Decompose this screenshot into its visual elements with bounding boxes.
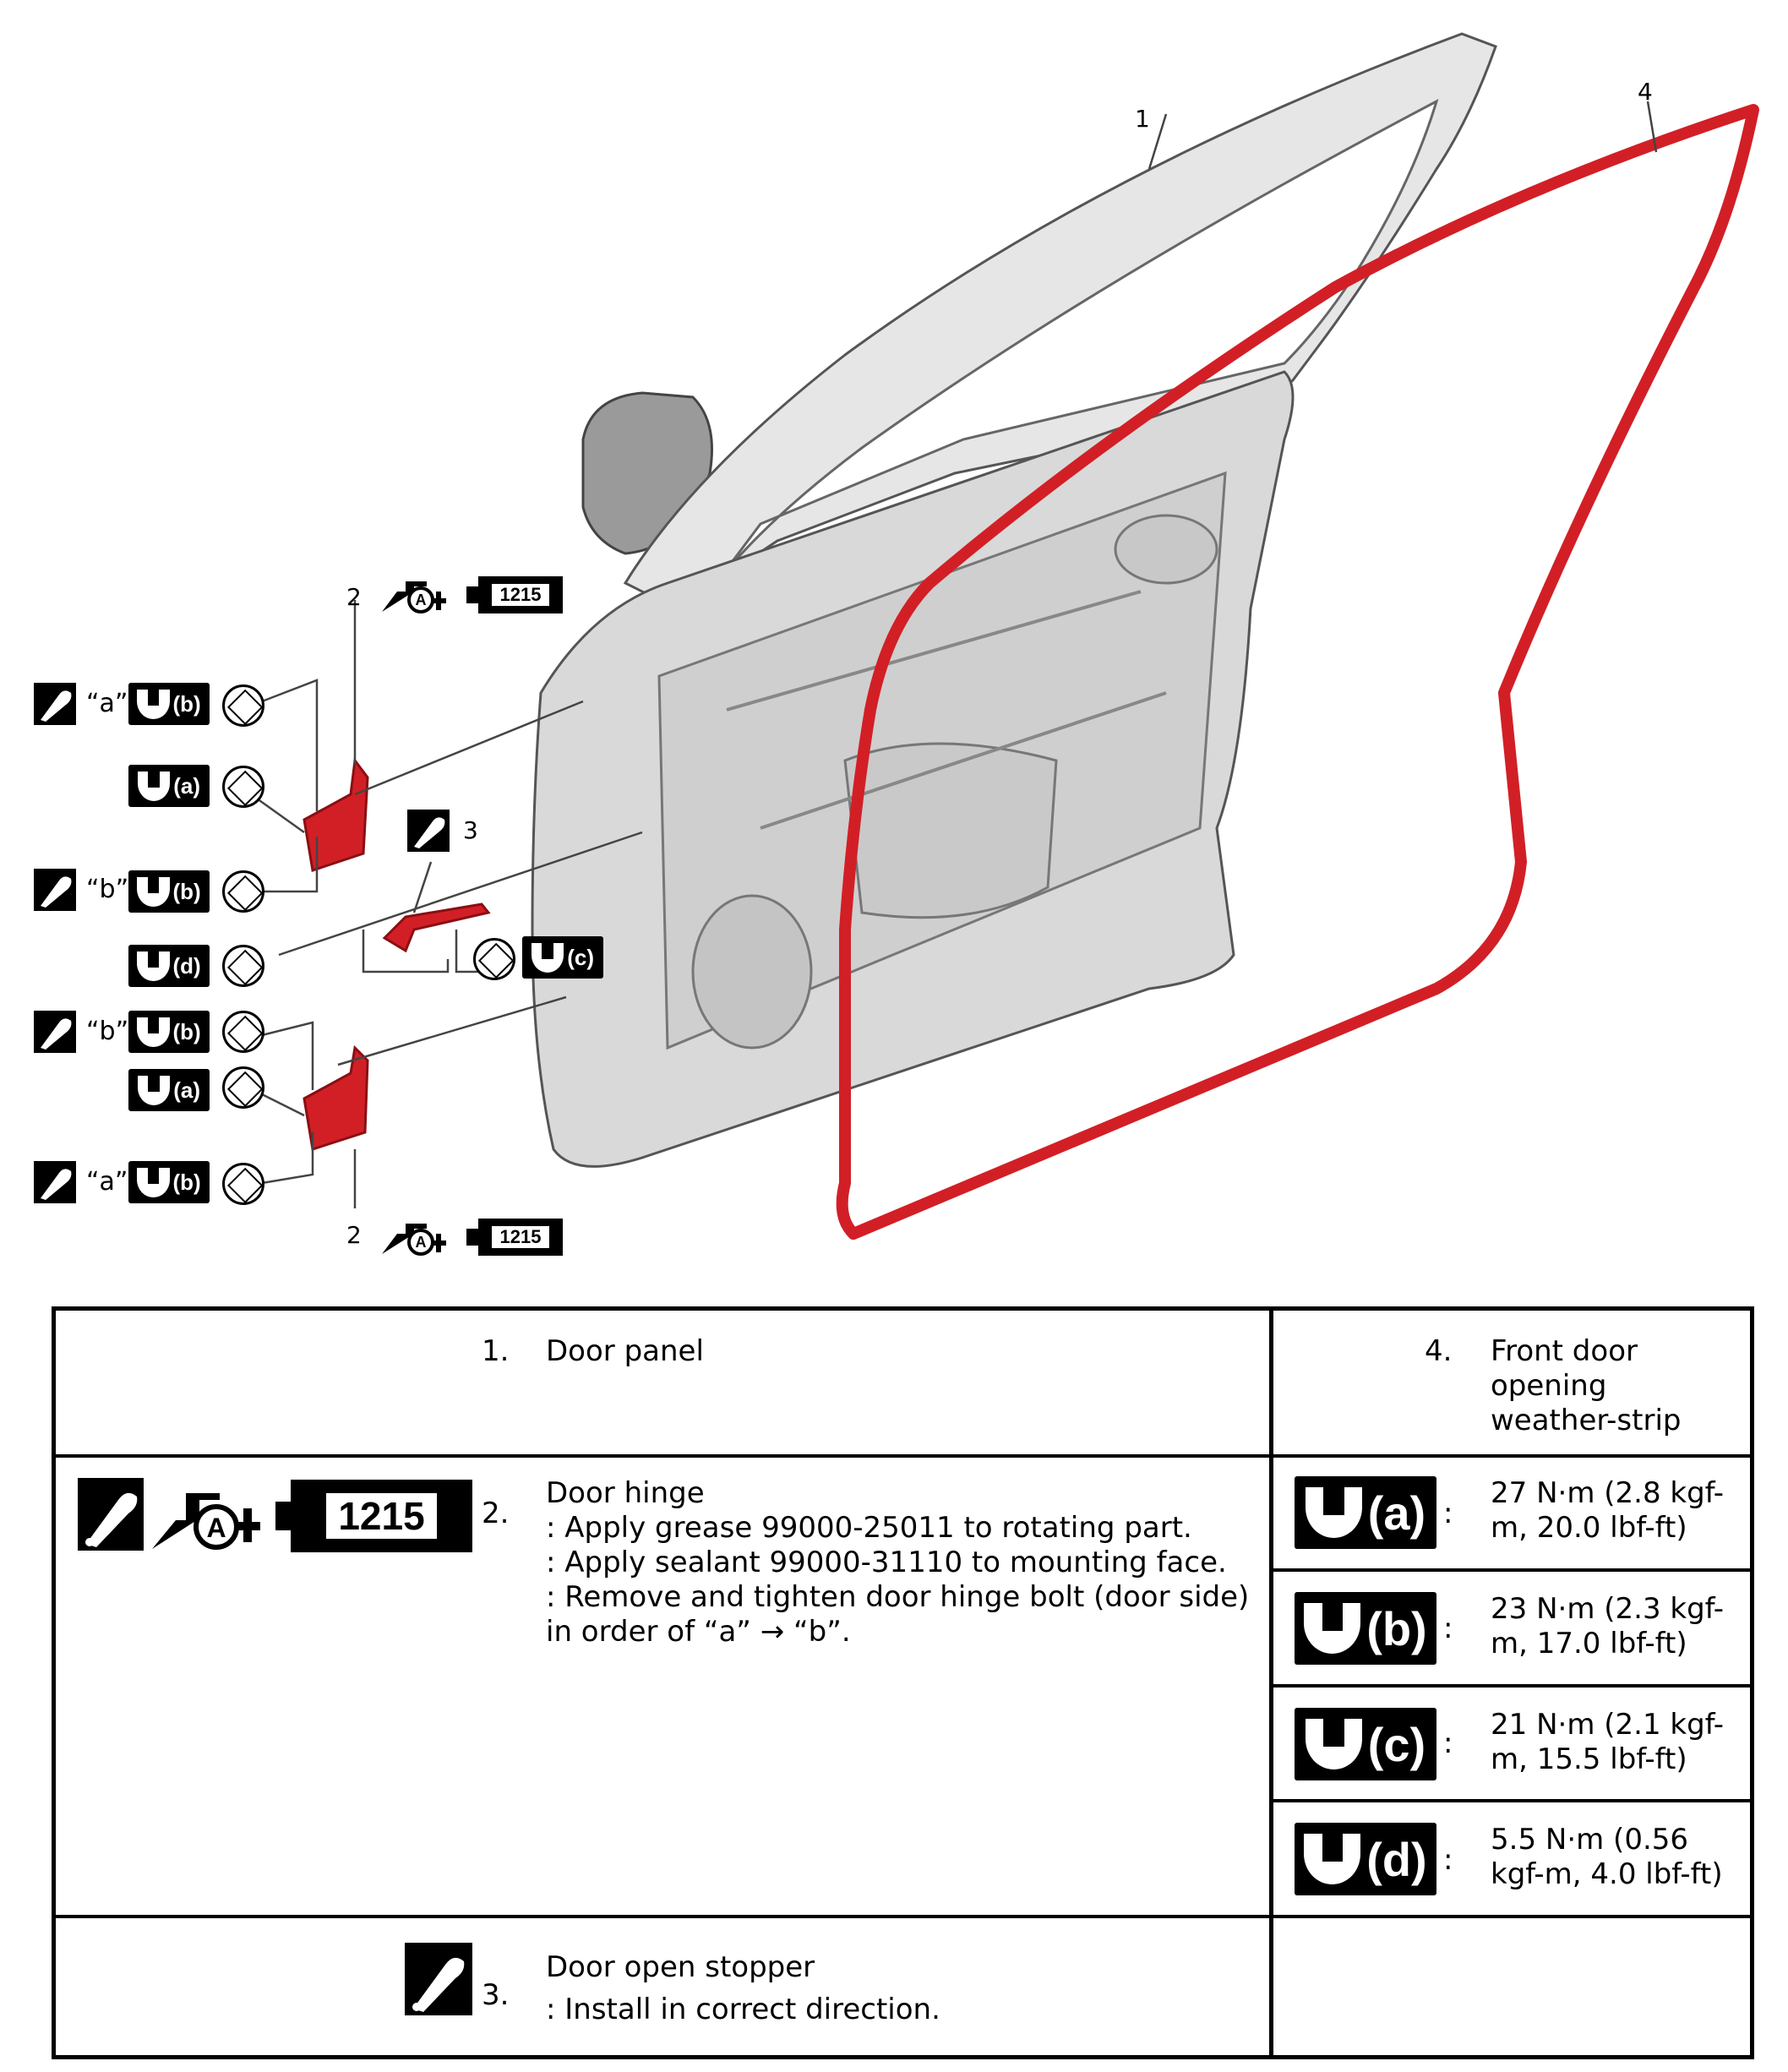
nut-icon [222, 1066, 264, 1109]
grease-icon [78, 1478, 144, 1551]
door-illustration [244, 32, 1759, 1240]
nut-icon [222, 766, 264, 808]
callout-4: 4 [1638, 78, 1653, 106]
bolt-icon [473, 938, 515, 980]
wrench-icon-a: (a) [128, 765, 210, 807]
sealant-tube-upper: 1215 [466, 576, 563, 613]
door-stopper [382, 902, 491, 953]
row-divider [1273, 1684, 1750, 1688]
grease-icon [34, 683, 76, 725]
callout-2-lower: 2 [346, 1221, 362, 1249]
torque-colon: : [1443, 1611, 1453, 1645]
torque-colon: : [1443, 1843, 1453, 1877]
bolt-icon [222, 1163, 264, 1205]
bolt-icon [222, 870, 264, 913]
grease-icon [34, 1011, 76, 1053]
wrench-icon-b: (b) [128, 683, 210, 725]
grease-icon [34, 1161, 76, 1203]
wrench-icon-c: (c) [1295, 1708, 1436, 1780]
callout-3: 3 [463, 816, 478, 844]
torque-value: 21 N·m (2.1 kgf- m, 15.5 lbf-ft) [1491, 1708, 1725, 1776]
order-label-b: “b” [86, 1017, 129, 1046]
torque-value: 27 N·m (2.8 kgf- m, 20.0 lbf-ft) [1491, 1476, 1725, 1545]
wrench-icon-d: (d) [1295, 1823, 1436, 1895]
grease-icon [407, 810, 450, 852]
applicator-icon: A [150, 1478, 269, 1551]
torque-value: 23 N·m (2.3 kgf- m, 17.0 lbf-ft) [1491, 1592, 1725, 1660]
item-number: 3. [482, 1978, 510, 2012]
bolt-icon [222, 945, 264, 987]
item-number: 4. [1425, 1334, 1453, 1368]
exploded-view-diagram: 1 4 2 2 3 A 1215 A 1215 “a” (b) (a) “b” … [0, 0, 1788, 1284]
wrench-icon-b: (b) [128, 1011, 210, 1053]
bolt-icon [222, 1011, 264, 1053]
weather-strip [836, 104, 1759, 1240]
sealant-tube: 1215 [275, 1480, 472, 1552]
grease-icon [34, 869, 76, 911]
wrench-icon-b: (b) [1295, 1592, 1436, 1665]
row-divider [56, 1454, 1750, 1458]
wrench-icon-b: (b) [128, 1161, 210, 1203]
bolt-icon [222, 684, 264, 727]
wrench-icon-a: (a) [128, 1069, 210, 1111]
item-title: Front door opening weather-strip [1491, 1334, 1682, 1437]
order-label-a: “a” [86, 1167, 128, 1197]
callout-1: 1 [1135, 105, 1150, 133]
torque-colon: : [1443, 1726, 1453, 1760]
sealant-letter: A [206, 1513, 226, 1543]
torque-colon: : [1443, 1497, 1453, 1530]
row-divider [1273, 1568, 1750, 1572]
order-label-a: “a” [86, 689, 128, 718]
order-label-b: “b” [86, 875, 129, 904]
item-title: Door panel [546, 1334, 704, 1368]
item-description: Door open stopper : Install in correct d… [546, 1950, 940, 2026]
row-divider [56, 1915, 1750, 1918]
torque-value: 5.5 N·m (0.56 kgf-m, 4.0 lbf-ft) [1491, 1823, 1723, 1891]
wrench-icon-d: (d) [128, 945, 210, 987]
wrench-icon-c: (c) [522, 936, 603, 979]
applicator-icon-upper: A [380, 575, 461, 613]
callout-2-upper: 2 [346, 583, 362, 611]
row-divider [1273, 1799, 1750, 1802]
item-number: 1. [482, 1334, 510, 1368]
applicator-icon-lower: A [380, 1217, 461, 1256]
item-description: Door hinge : Apply grease 99000-25011 to… [546, 1476, 1250, 1649]
sealant-tube-lower: 1215 [466, 1219, 563, 1256]
svg-text:A: A [416, 1234, 427, 1251]
grease-icon [405, 1943, 472, 2015]
spec-table: 1. Door panel 4. Front door opening weat… [52, 1306, 1754, 2059]
wrench-icon-b: (b) [128, 870, 210, 913]
item-number: 2. [482, 1497, 510, 1530]
sealant-letter-upper: A [416, 592, 427, 608]
table-divider [1269, 1311, 1273, 2055]
wrench-icon-a: (a) [1295, 1476, 1436, 1549]
upper-hinge [303, 757, 369, 872]
